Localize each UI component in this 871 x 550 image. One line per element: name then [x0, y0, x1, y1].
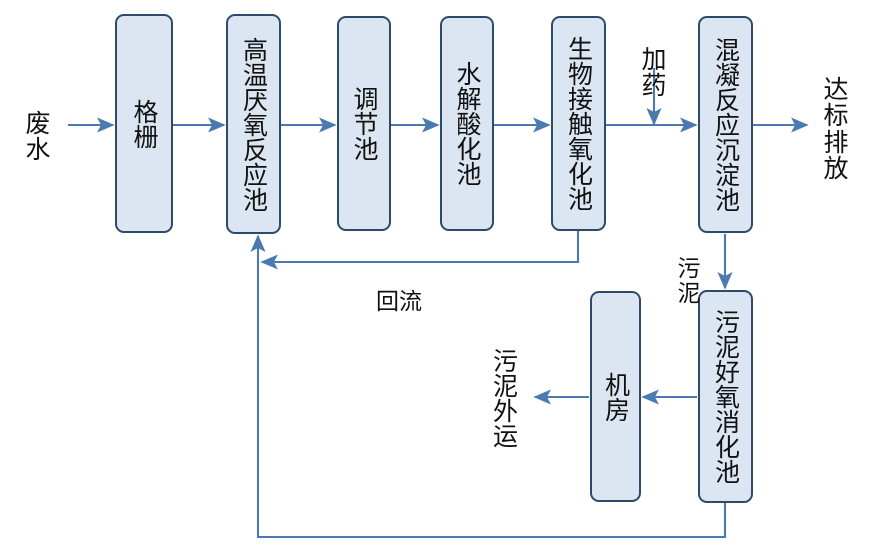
node-sludge-aerobic-digestion-tank[interactable]: 污泥好氧消化池: [698, 290, 753, 503]
node-coagulation-sedimentation-tank[interactable]: 混凝反应沉淀池: [698, 16, 753, 233]
node-hunning-label: 混凝反应沉淀池: [711, 37, 740, 212]
label-wastewater-inlet: 废水: [14, 84, 62, 164]
edge-label-sludge-text: 污泥: [677, 255, 701, 306]
label-dosing: 加药: [630, 20, 678, 100]
label-compliant-discharge-text: 达标排放: [823, 75, 849, 183]
edge-label-reflux-text: 回流: [376, 288, 422, 315]
label-sludge-transport-out: 污泥外运: [490, 336, 543, 460]
edge-reflux-to-gaowen: [260, 231, 580, 270]
node-gezha[interactable]: 格栅: [115, 14, 173, 233]
edge-label-reflux: 回流: [371, 265, 427, 314]
node-biological-contact-oxidation-tank[interactable]: 生物接触氧化池: [551, 16, 606, 231]
node-machine-room[interactable]: 机房: [590, 291, 641, 502]
node-equalization-tank[interactable]: 调节池: [337, 16, 391, 231]
node-gaowen-anaerobic-reactor[interactable]: 高温厌氧反应池: [226, 14, 281, 234]
edge-label-sludge: 污泥: [676, 232, 702, 305]
node-tiaojie-label: 调节池: [350, 86, 378, 161]
node-gaowen-label: 高温厌氧反应池: [239, 36, 268, 212]
node-jifang-label: 机房: [601, 371, 630, 422]
node-gezha-label: 格栅: [130, 98, 158, 149]
node-shengwu-label: 生物接触氧化池: [564, 36, 593, 211]
node-digester-label: 污泥好氧消化池: [711, 309, 740, 484]
label-sludge-transport-out-text: 污泥外运: [489, 348, 518, 448]
node-shuijie-label: 水解酸化池: [453, 61, 481, 186]
label-dosing-text: 加药: [641, 45, 667, 100]
label-compliant-discharge: 达标排放: [810, 50, 862, 183]
node-hydrolysis-acidification-tank[interactable]: 水解酸化池: [440, 16, 494, 231]
edge-bottom-return-to-gaowen: [250, 234, 727, 539]
label-wastewater-inlet-text: 废水: [25, 109, 51, 164]
